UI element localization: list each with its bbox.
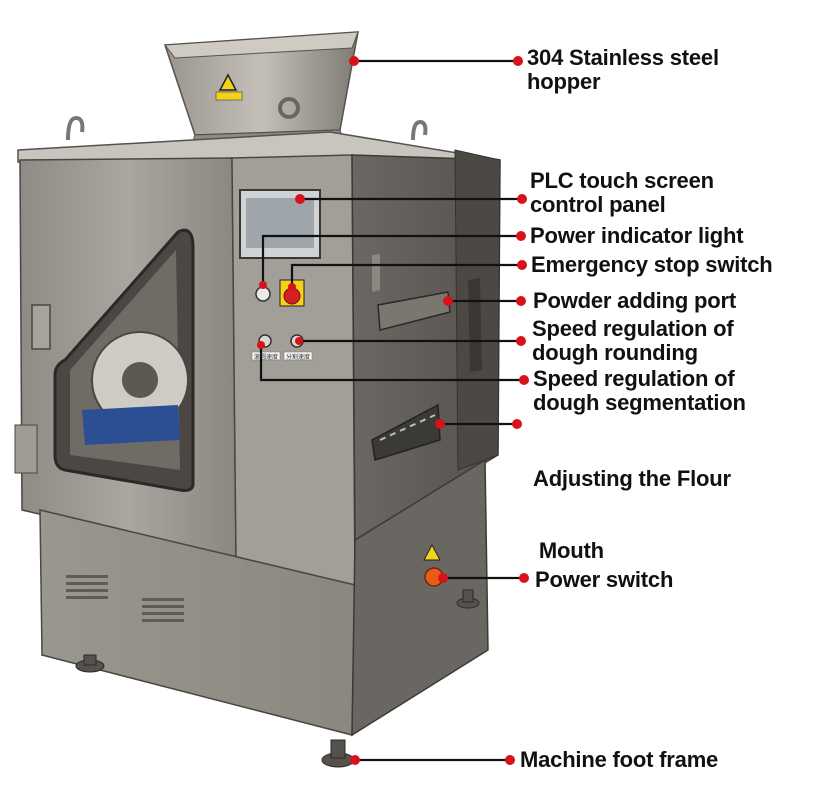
callout-foot-frame: Machine foot frame <box>520 748 718 772</box>
callout-rounding-line2: dough rounding <box>532 340 698 365</box>
callout-segmentation-line1: Speed regulation of <box>533 366 735 391</box>
machine-feet <box>75 589 480 768</box>
callout-plc: PLC touch screen control panel <box>530 169 714 217</box>
callout-emergency-stop: Emergency stop switch <box>531 253 773 277</box>
callout-rounding-line1: Speed regulation of <box>532 316 734 341</box>
power-warning-sticker-icon <box>423 543 441 561</box>
flour-mouth <box>371 403 441 461</box>
callout-power-switch-line1: Power switch <box>535 567 674 592</box>
callout-speed-rounding: Speed regulation of dough rounding <box>532 317 734 365</box>
power-indicator-light-icon <box>255 286 271 302</box>
callout-emergency-line1: Emergency stop switch <box>531 252 773 277</box>
callout-power-light: Power indicator light <box>530 223 744 248</box>
callout-plc-line1: PLC touch screen <box>530 168 714 193</box>
leader-lines <box>259 59 524 762</box>
lifting-hooks <box>66 115 428 141</box>
callout-speed-segmentation: Speed regulation of dough segmentation <box>533 367 746 415</box>
callout-flour-line2: Mouth <box>533 538 604 563</box>
callout-hopper-line2: hopper <box>527 69 601 94</box>
control-panel: 滚圆速度 分割速度 <box>231 154 356 586</box>
panel-label-right: 分割速度 <box>286 353 310 361</box>
callout-power-light-line1: Power indicator light <box>530 223 744 248</box>
callout-powder-line1: Powder adding port <box>533 288 736 313</box>
powder-adding-port <box>377 291 451 331</box>
callout-segmentation-line2: dough segmentation <box>533 390 746 415</box>
callout-powder-port: Powder adding port <box>533 289 736 313</box>
panel-label-left: 滚圆速度 <box>254 353 278 361</box>
lifting-eye-icon <box>278 97 300 119</box>
callout-flour-line1: Adjusting the Flour <box>533 466 731 491</box>
callout-plc-line2: control panel <box>530 192 666 217</box>
callout-foot-line1: Machine foot frame <box>520 747 719 772</box>
callout-power-switch: Power switch <box>535 568 673 592</box>
right-side-body <box>351 149 501 542</box>
callout-hopper: 304 Stainless steel hopper <box>527 46 719 94</box>
callout-hopper-line1: 304 Stainless steel <box>527 45 719 70</box>
callout-flour-mouth: Adjusting the Flour Mouth <box>533 419 731 587</box>
warning-sticker-icon <box>218 73 238 91</box>
left-door <box>14 157 237 561</box>
base-cabinet <box>39 458 489 737</box>
door-handle <box>31 304 51 350</box>
callout-dots <box>257 56 529 765</box>
